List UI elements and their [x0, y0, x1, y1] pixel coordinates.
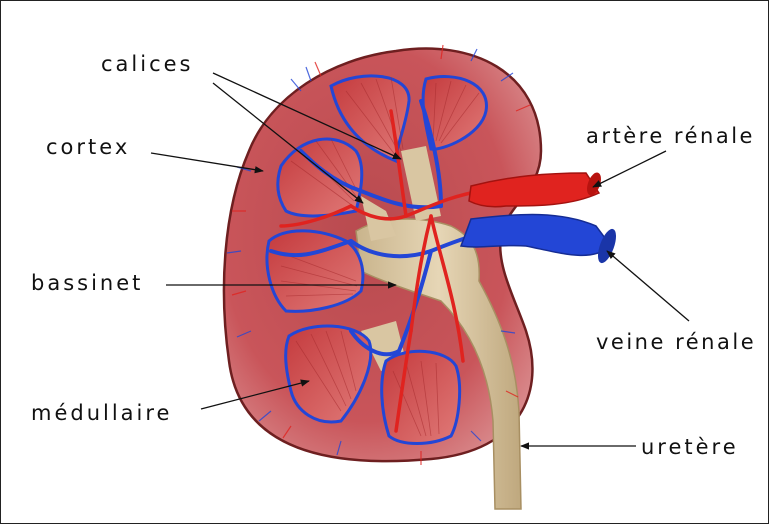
leader-artere — [593, 151, 666, 187]
label-bassinet: bassinet — [31, 273, 143, 294]
label-artere-renale: artère rénale — [586, 126, 755, 147]
label-calices: calices — [101, 54, 194, 75]
leader-veine — [607, 251, 689, 321]
label-veine-renale: veine rénale — [596, 332, 756, 353]
label-uretere: uretère — [641, 437, 739, 458]
label-cortex: cortex — [46, 137, 130, 158]
pyramid-6 — [382, 351, 460, 443]
label-medullaire: médullaire — [31, 403, 172, 424]
